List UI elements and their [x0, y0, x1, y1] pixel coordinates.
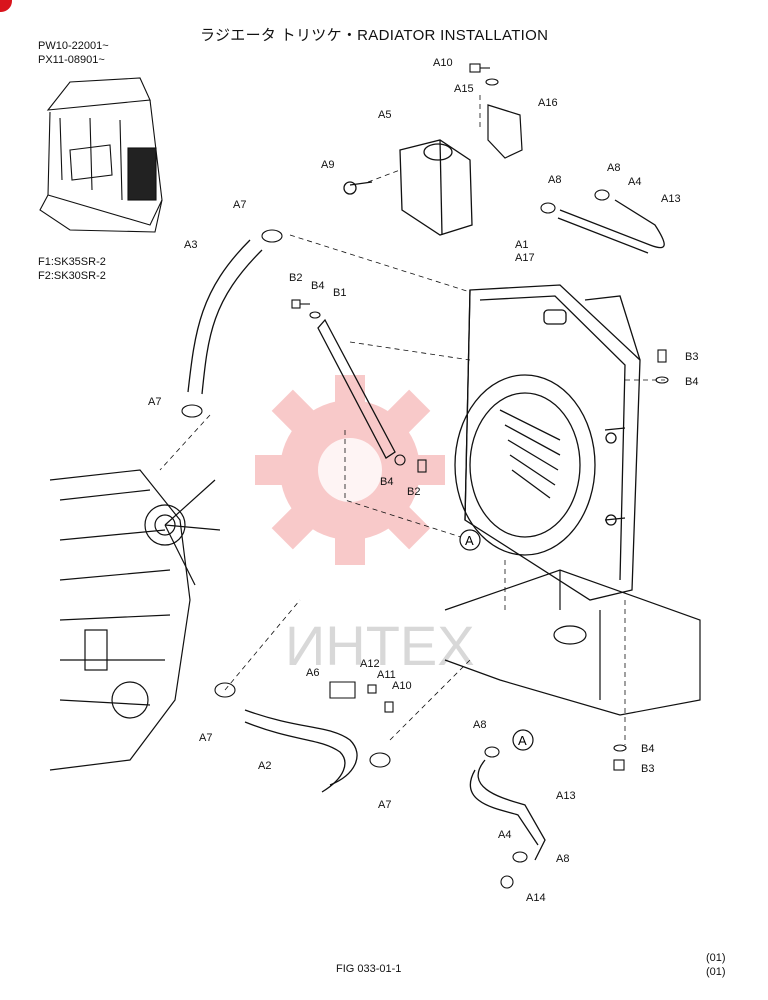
callout-b3-low: B3	[641, 763, 654, 775]
callout-a6: A6	[306, 667, 319, 679]
page-title: ラジエータ トリツケ・RADIATOR INSTALLATION	[200, 27, 549, 44]
callout-a14: A14	[526, 892, 546, 904]
fasteners	[181, 63, 669, 889]
upper-frame	[444, 569, 701, 716]
model-2: F2:SK30SR-2	[38, 270, 106, 282]
detail-circle-main	[459, 529, 481, 551]
callout-a4-top: A4	[628, 176, 641, 188]
callout-a7-low-right: A7	[378, 799, 391, 811]
callout-b2-mid: B2	[407, 486, 420, 498]
callout-a15: A15	[454, 83, 474, 95]
callout-b3-right: B3	[685, 351, 698, 363]
callout-a5: A5	[378, 109, 391, 121]
upper-hose	[187, 239, 263, 395]
callout-a8-left: A8	[548, 174, 561, 186]
callout-a16: A16	[538, 97, 558, 109]
callout-a17: A17	[515, 252, 535, 264]
serial-range-2: PX11-08901~	[38, 54, 105, 66]
callout-b4-right: B4	[685, 376, 698, 388]
callout-a10-top: A10	[433, 57, 453, 69]
radiator-assembly	[454, 284, 641, 601]
detail-label-main: A	[465, 533, 474, 548]
overflow-hose-top	[557, 199, 665, 254]
callout-a7-mid: A7	[148, 396, 161, 408]
callout-a9: A9	[321, 159, 334, 171]
callout-a11: A11	[377, 669, 396, 681]
watermark-gear-hole	[318, 438, 382, 502]
serial-range-1: PW10-22001~	[38, 40, 109, 52]
callout-a10-low: A10	[392, 680, 412, 692]
revision-2: (01)	[706, 966, 726, 978]
engine	[49, 469, 221, 771]
bracket	[487, 104, 523, 159]
figure-number: FIG 033-01-1	[336, 963, 402, 975]
callout-a8-right: A8	[607, 162, 620, 174]
leader-lines	[159, 95, 665, 745]
callout-a13-top: A13	[661, 193, 681, 205]
reservoir-tank	[343, 139, 473, 236]
lower-hose	[244, 709, 358, 793]
callout-a13-low: A13	[556, 790, 576, 802]
callout-b2-top: B2	[289, 272, 302, 284]
overflow-hose-low	[469, 759, 546, 861]
watermark-text: ИНТЕХ	[285, 614, 475, 677]
revision-1: (01)	[706, 952, 726, 964]
detail-circle-low	[512, 729, 534, 751]
detail-label-low: A	[518, 733, 527, 748]
stay-bar	[317, 318, 396, 459]
callout-b4-low: B4	[641, 743, 654, 755]
callout-b4-mid: B4	[380, 476, 393, 488]
callout-b1: B1	[333, 287, 346, 299]
callout-a7-low-left: A7	[199, 732, 212, 744]
callout-a3: A3	[184, 239, 197, 251]
callout-a1: A1	[515, 239, 528, 251]
callout-a12: A12	[360, 658, 380, 670]
callout-b4-top: B4	[311, 280, 324, 292]
callout-a2: A2	[258, 760, 271, 772]
excavator-cab-thumbnail	[39, 77, 163, 233]
callout-a8-bottom: A8	[556, 853, 569, 865]
callout-a7-top: A7	[233, 199, 246, 211]
callout-a4-low: A4	[498, 829, 511, 841]
model-1: F1:SK35SR-2	[38, 256, 106, 268]
callout-a8-low: A8	[473, 719, 486, 731]
